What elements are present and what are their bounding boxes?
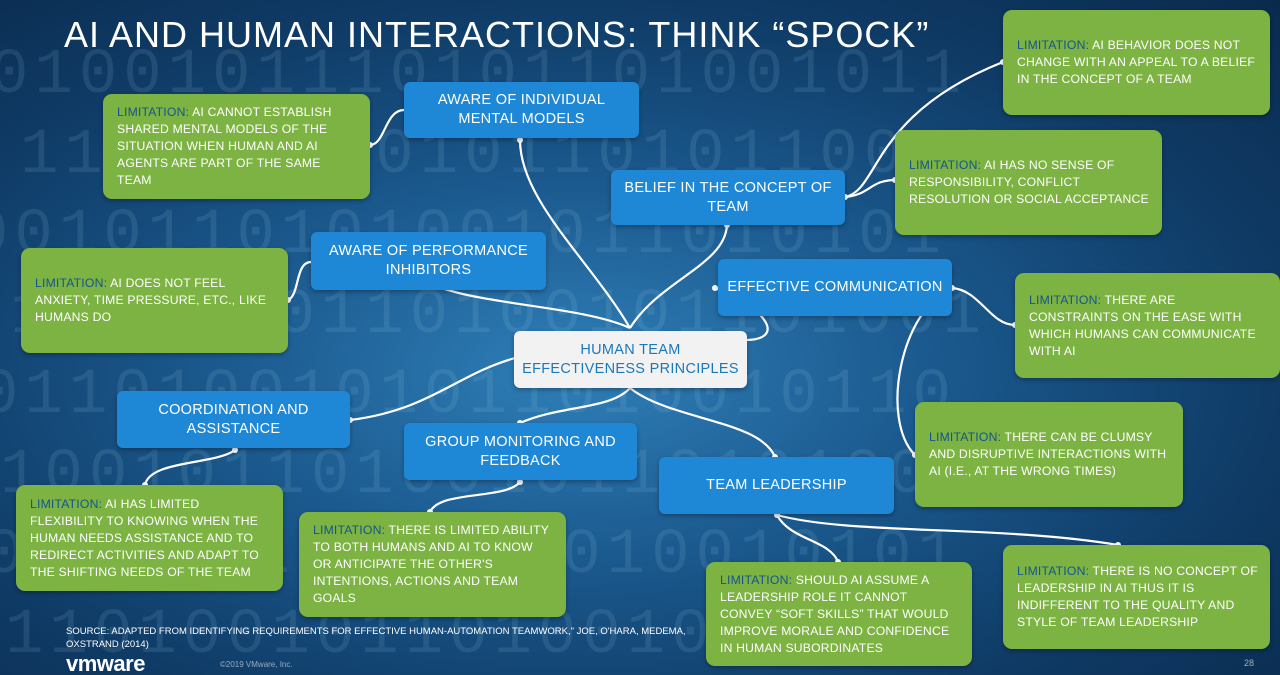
node-label: BELIEF IN THE CONCEPT OF TEAM: [624, 179, 832, 215]
limitation-label: LIMITATION:: [313, 523, 386, 537]
limitation-label: LIMITATION:: [30, 496, 103, 511]
limitation-label: LIMITATION:: [117, 105, 190, 119]
limitation-label: LIMITATION:: [720, 572, 793, 587]
limitation-body: THERE IS LIMITED ABILITY TO BOTH HUMANS …: [313, 523, 549, 605]
limitation-clumsy: LIMITATION: THERE CAN BE CLUMSY AND DISR…: [915, 402, 1183, 507]
connector: [776, 513, 1119, 547]
limitation-body: AI CANNOT ESTABLISH SHARED MENTAL MODELS…: [117, 105, 332, 187]
limitation-no-concept: LIMITATION: THERE IS NO CONCEPT OF LEADE…: [1003, 545, 1270, 649]
limitation-ability: LIMITATION: THERE IS LIMITED ABILITY TO …: [299, 512, 566, 617]
limitation-body: AI HAS LIMITED FLEXIBILITY TO KNOWING WH…: [30, 496, 259, 579]
connector: [519, 387, 631, 425]
vmware-logo: vmware: [66, 651, 145, 675]
limitation-soft-skills: LIMITATION: SHOULD AI ASSUME A LEADERSHI…: [706, 562, 972, 666]
limitation-text: LIMITATION: AI BEHAVIOR DOES NOT CHANGE …: [1017, 37, 1258, 88]
limitation-label: LIMITATION:: [929, 430, 1002, 444]
slide-title: AI AND HUMAN INTERACTIONS: THINK “SPOCK”: [64, 14, 930, 55]
limitation-body: AI HAS NO SENSE OF RESPONSIBILITY, CONFL…: [909, 158, 1149, 206]
limitation-text: LIMITATION: AI DOES NOT FEEL ANXIETY, TI…: [35, 275, 276, 326]
connector-dot: [517, 479, 523, 485]
center-node-principles: HUMAN TEAM EFFECTIVENESS PRINCIPLES: [514, 331, 747, 388]
node-effective-communication: EFFECTIVE COMMUNICATION: [718, 259, 952, 316]
source-citation: SOURCE: ADAPTED FROM IDENTIFYING REQUIRE…: [66, 626, 686, 650]
connector-dot: [712, 285, 718, 291]
limitation-label: LIMITATION:: [1017, 38, 1090, 52]
limitation-text: LIMITATION: THERE ARE CONSTRAINTS ON THE…: [1029, 292, 1268, 360]
node-label: TEAM LEADERSHIP: [706, 477, 847, 493]
limitation-text: LIMITATION: AI HAS LIMITED FLEXIBILITY T…: [30, 496, 271, 581]
limitation-body: THERE IS NO CONCEPT OF LEADERSHIP IN AI …: [1017, 564, 1258, 629]
limitation-text: LIMITATION: SHOULD AI ASSUME A LEADERSHI…: [720, 572, 960, 657]
limitation-text: LIMITATION: THERE CAN BE CLUMSY AND DISR…: [929, 429, 1171, 480]
limitation-label: LIMITATION:: [909, 158, 982, 172]
node-label: EFFECTIVE COMMUNICATION: [727, 279, 943, 295]
connector-dot: [517, 137, 523, 143]
limitation-anxiety: LIMITATION: AI DOES NOT FEEL ANXIETY, TI…: [21, 248, 288, 353]
node-label: AWARE OF PERFORMANCE INHIBITORS: [328, 243, 529, 278]
node-performance-inhibitors: AWARE OF PERFORMANCE INHIBITORS: [311, 232, 546, 290]
limitation-text: LIMITATION: THERE IS LIMITED ABILITY TO …: [313, 522, 554, 607]
connector: [629, 387, 777, 458]
node-label: COORDINATION AND ASSISTANCE: [158, 401, 309, 437]
connector: [844, 60, 1004, 199]
limitation-flexibility: LIMITATION: AI HAS LIMITED FLEXIBILITY T…: [16, 485, 283, 591]
limitation-mental-models: LIMITATION: AI CANNOT ESTABLISH SHARED M…: [103, 94, 370, 199]
limitation-label: LIMITATION:: [1017, 564, 1090, 578]
connector: [629, 224, 729, 329]
limitation-constraints: LIMITATION: THERE ARE CONSTRAINTS ON THE…: [1015, 273, 1280, 378]
limitation-label: LIMITATION:: [35, 276, 108, 290]
node-mental-models: AWARE OF INDIVIDUAL MENTAL MODELS: [404, 82, 639, 138]
limitation-responsibility: LIMITATION: AI HAS NO SENSE OF RESPONSIB…: [895, 130, 1162, 235]
node-team-leadership: TEAM LEADERSHIP: [659, 457, 894, 514]
limitation-body: AI DOES NOT FEEL ANXIETY, TIME PRESSURE,…: [35, 276, 267, 324]
connector: [844, 178, 896, 199]
node-label: HUMAN TEAM EFFECTIVENESS PRINCIPLES: [522, 341, 739, 377]
node-label: AWARE OF INDIVIDUAL MENTAL MODELS: [437, 92, 606, 127]
limitation-text: LIMITATION: AI HAS NO SENSE OF RESPONSIB…: [909, 157, 1150, 208]
limitation-text: LIMITATION: THERE IS NO CONCEPT OF LEADE…: [1017, 563, 1258, 631]
limitation-label: LIMITATION:: [1029, 292, 1102, 307]
limitation-body: AI BEHAVIOR DOES NOT CHANGE WITH AN APPE…: [1017, 38, 1256, 86]
connector: [349, 356, 516, 422]
node-group-monitoring: GROUP MONITORING AND FEEDBACK: [404, 423, 637, 480]
connector: [143, 449, 236, 486]
connector: [428, 481, 521, 513]
node-label: GROUP MONITORING AND FEEDBACK: [425, 433, 616, 469]
limitation-body: THERE CAN BE CLUMSY AND DISRUPTIVE INTER…: [929, 430, 1167, 478]
node-coordination: COORDINATION AND ASSISTANCE: [117, 391, 350, 448]
limitation-behavior: LIMITATION: AI BEHAVIOR DOES NOT CHANGE …: [1003, 10, 1270, 115]
copyright-notice: ©2019 VMware, Inc.: [220, 660, 293, 669]
connector: [951, 286, 1016, 327]
page-number: 28: [1244, 658, 1255, 668]
connector-dot: [232, 447, 238, 453]
limitation-text: LIMITATION: AI CANNOT ESTABLISH SHARED M…: [117, 104, 358, 189]
connector: [287, 260, 312, 302]
node-belief-team: BELIEF IN THE CONCEPT OF TEAM: [611, 170, 845, 225]
limitation-body: THERE ARE CONSTRAINTS ON THE EASE WITH W…: [1029, 292, 1256, 358]
connector: [518, 139, 631, 329]
connector: [369, 108, 405, 147]
connector: [776, 514, 840, 563]
limitation-body: SHOULD AI ASSUME A LEADERSHIP ROLE IT CA…: [720, 572, 950, 655]
